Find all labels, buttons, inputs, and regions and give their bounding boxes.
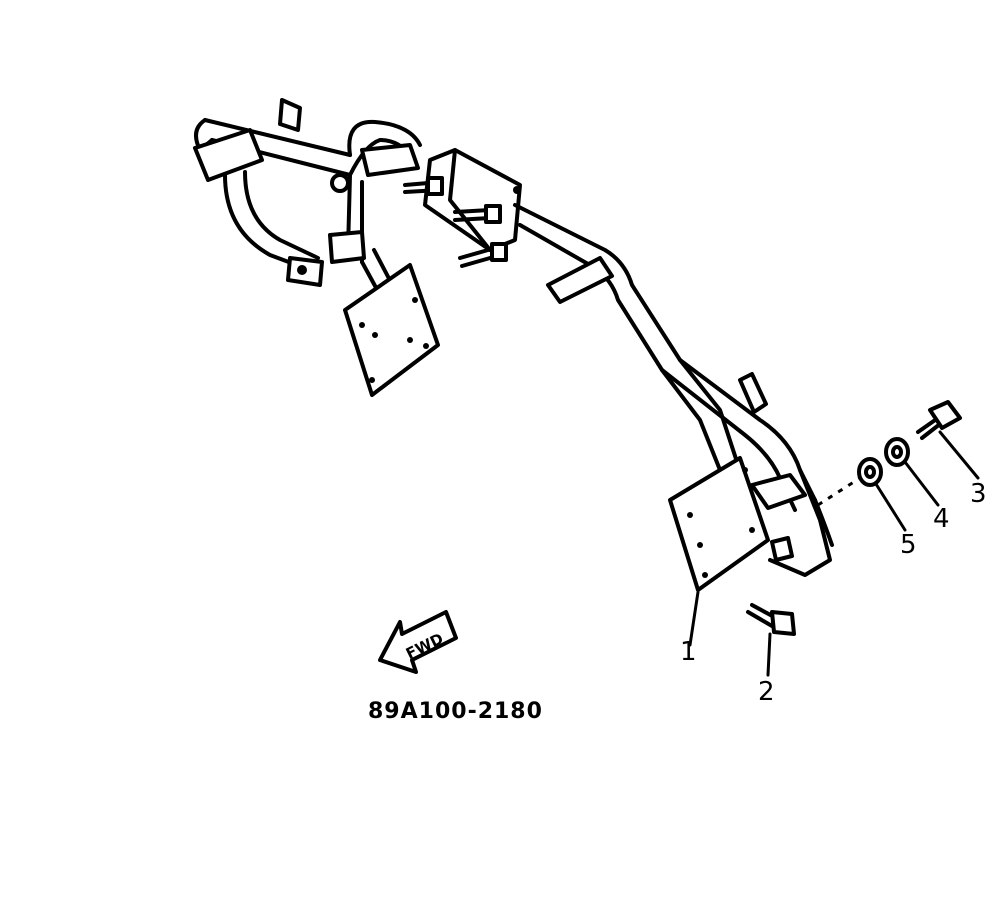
callout-1: 1 <box>680 637 697 667</box>
leader-3 <box>938 430 980 480</box>
frame-assembly <box>193 98 834 592</box>
callout-4: 4 <box>933 504 950 534</box>
washer-4-icon <box>884 437 910 467</box>
callout-5: 5 <box>900 530 917 560</box>
leader-4 <box>903 460 940 507</box>
assembly-centerline <box>817 476 861 507</box>
bolt-3-icon <box>916 400 962 440</box>
diagram-part-number: 89A100-2180 <box>368 699 543 724</box>
leader-5 <box>874 482 907 532</box>
bolt-2-icon <box>746 603 796 636</box>
callout-3: 3 <box>970 479 987 509</box>
fwd-arrow-icon: FWD <box>378 610 458 674</box>
callout-2: 2 <box>758 677 775 707</box>
leader-1 <box>688 590 700 647</box>
leader-2 <box>766 632 772 677</box>
washer-5-icon <box>857 457 883 487</box>
